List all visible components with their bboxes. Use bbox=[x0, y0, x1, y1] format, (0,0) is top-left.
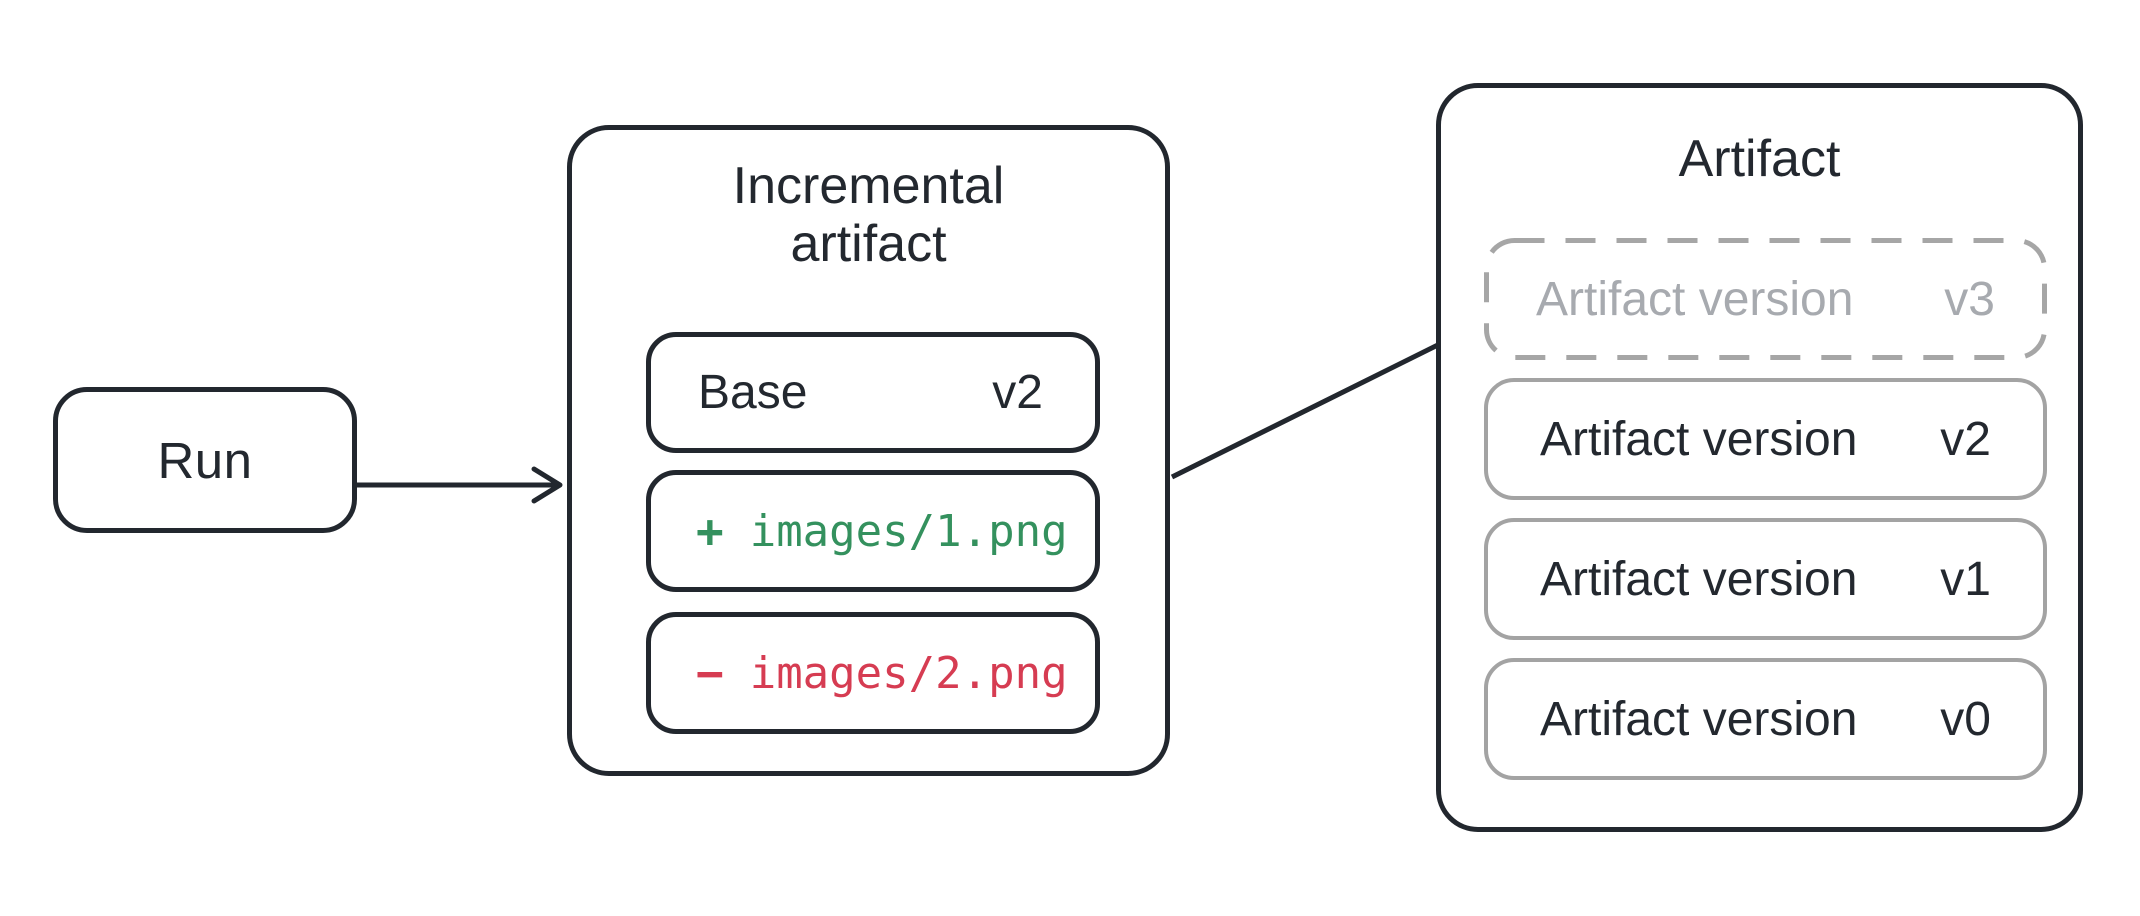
incremental-title-line2: artifact bbox=[790, 215, 947, 274]
artifact-version-label: Artifact version bbox=[1540, 692, 1858, 746]
artifact-node: Artifact Artifact version v3 Artifact ve… bbox=[1436, 83, 2083, 832]
added-file-path: images/1.png bbox=[749, 505, 1068, 557]
pending-artifact-version-chip: Artifact version v3 bbox=[1484, 238, 2047, 360]
run-node: Run bbox=[53, 387, 357, 533]
base-version: v2 bbox=[992, 366, 1043, 419]
artifact-version-chip: Artifact version v0 bbox=[1484, 658, 2047, 780]
artifact-version-number: v2 bbox=[1940, 412, 1991, 466]
removed-file-chip: − images/2.png bbox=[646, 612, 1100, 734]
artifact-title: Artifact bbox=[1678, 130, 1841, 188]
plus-icon: + bbox=[696, 504, 724, 558]
artifact-version-number: v1 bbox=[1940, 552, 1991, 606]
added-file-chip: + images/1.png bbox=[646, 470, 1100, 592]
minus-icon: − bbox=[696, 646, 724, 700]
arrow-incremental-to-artifact bbox=[1170, 323, 1473, 480]
base-version-chip: Base v2 bbox=[646, 332, 1100, 453]
artifact-version-chip: Artifact version v2 bbox=[1484, 378, 2047, 500]
artifact-version-number: v3 bbox=[1944, 272, 1995, 326]
base-label: Base bbox=[698, 366, 808, 419]
incremental-artifact-node: Incremental artifact Base v2 + images/1.… bbox=[567, 125, 1170, 776]
artifact-version-label: Artifact version bbox=[1540, 552, 1858, 606]
dashed-border bbox=[1484, 238, 2047, 360]
incremental-title-line1: Incremental bbox=[732, 157, 1005, 215]
incremental-artifact-title: Incremental artifact bbox=[572, 157, 1165, 273]
artifact-version-label: Artifact version bbox=[1536, 272, 1854, 326]
artifact-version-number: v0 bbox=[1940, 692, 1991, 746]
removed-file-path: images/2.png bbox=[749, 647, 1068, 699]
artifact-version-chip: Artifact version v1 bbox=[1484, 518, 2047, 640]
artifact-version-label: Artifact version bbox=[1540, 412, 1858, 466]
run-label: Run bbox=[157, 431, 253, 489]
